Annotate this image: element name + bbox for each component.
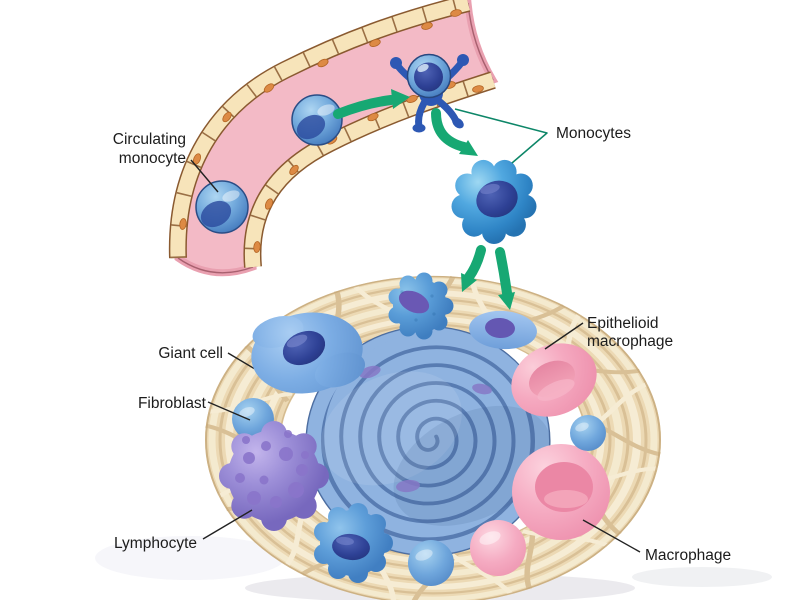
monocytes-label: Monocytes [556,125,631,142]
entering-monocyte-cell [388,272,454,340]
granuloma [206,272,660,600]
small-blue-cell-right [570,415,606,451]
macrophage-leader [582,519,641,553]
blue-macrophage-cell [314,503,393,583]
caseous-spiral-core [305,325,551,557]
leader-lines [190,108,641,553]
circulating-monocyte-label-line1: Circulating [113,131,186,148]
flattened-macrophage-cell [469,310,537,350]
arrow-exit-vessel [431,108,478,156]
rolling-monocyte-cell [291,94,343,146]
fibroblast-label: Fibroblast [138,395,207,412]
vessel-outer-wall [168,0,471,259]
small-blue-cell-bottom [408,540,454,586]
arrow-to-granuloma-left [461,245,486,292]
epithelioid-macrophage-label-line1: Epithelioid [587,315,659,332]
giant-cell-label: Giant cell [158,345,223,362]
arrow-along-vessel [333,89,410,119]
tissue-monocyte-cell [451,159,537,244]
migrating-monocyte-cell [390,53,469,133]
fibroblast-leader [207,401,251,421]
giant-cell [251,312,366,394]
circulating-monocyte-leader [190,159,219,193]
epithelioid-macrophage-label-line2: macrophage [587,333,673,350]
flow-arrows [333,89,515,310]
macrophage-cell [512,444,610,540]
epithelioid-macrophage-leader [544,322,584,350]
lymphocyte-cell [219,421,329,531]
circulating-monocyte-cell [195,180,249,234]
macrophage-label: Macrophage [645,547,731,564]
small-pink-cell [470,520,526,576]
lymphocyte-label: Lymphocyte [114,535,197,552]
epithelioid-macrophage-cell [511,343,597,417]
arrow-to-granuloma-right [495,247,515,310]
text-labels: Circulating monocyte Monocytes Giant cel… [113,125,731,564]
circulating-monocyte-label-line2: monocyte [119,150,186,167]
lymphocyte-leader [202,509,253,540]
monocytes-leader [454,108,548,164]
